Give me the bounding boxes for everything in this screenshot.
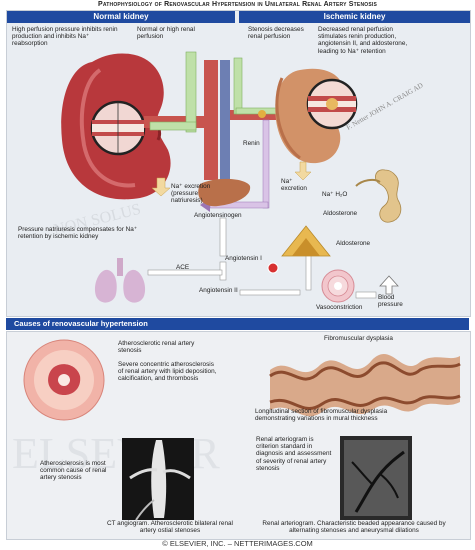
renin-cell-icon xyxy=(267,262,279,274)
label-aldosterone-right: Aldosterone xyxy=(336,240,371,247)
label-severe-concentric: Severe concentric atherosclerosis of ren… xyxy=(118,361,217,383)
label-blood-pressure: Blood pressure xyxy=(378,294,403,309)
label-vasoconstriction: Vasoconstriction xyxy=(316,304,363,311)
label-arteriogram-criterion: Renal arteriogram is criterion standard … xyxy=(256,436,332,472)
causes-header: Causes of renovascular hypertension xyxy=(6,318,469,330)
ischemic-kidney-header: Ischemic kidney xyxy=(239,11,470,23)
atherosclerotic-cross-section xyxy=(23,339,105,421)
adrenal-gland xyxy=(281,225,331,257)
copyright-footer: © ELSEVIER, INC. – NETTERIMAGES.COM xyxy=(162,539,313,548)
label-aldosterone-top: Aldosterone xyxy=(323,210,358,217)
label-fibromuscular: Fibromuscular dysplasia xyxy=(324,335,393,342)
sodium-arrows xyxy=(151,161,312,197)
liver xyxy=(198,178,251,207)
label-most-common: Atherosclerosis is most common cause of … xyxy=(40,460,107,482)
adrenal-tubule xyxy=(355,169,402,223)
label-na-excretion: Na⁺ excretion xyxy=(281,178,307,193)
caption-renal-arteriogram: Renal arteriogram. Characteristic beaded… xyxy=(262,520,446,535)
label-na-h2o: Na⁺ H₂O xyxy=(322,191,348,198)
label-angiotensin-ii: Angiotensin II xyxy=(199,287,238,294)
label-angiotensinogen: Angiotensinogen xyxy=(194,212,242,219)
blood-pressure-up-arrow xyxy=(379,275,399,295)
angiotensin-arrows xyxy=(147,217,377,299)
ct-angiogram-image xyxy=(122,438,194,521)
label-na-excretion-pressure: Na⁺ excretion (pressure natriuresis) xyxy=(171,183,211,205)
lungs xyxy=(94,258,146,303)
normal-kidney-header: Normal kidney xyxy=(7,11,235,23)
stenosis-marker xyxy=(258,110,266,118)
label-ace: ACE xyxy=(176,264,190,271)
label-high-perfusion: High perfusion pressure inhibits renin p… xyxy=(12,26,118,48)
vessel-cross-section xyxy=(321,269,355,303)
label-angiotensin-i: Angiotensin I xyxy=(225,255,262,262)
renal-arteriogram-image xyxy=(340,436,412,520)
label-renin: Renin xyxy=(243,140,260,147)
label-longitudinal: Longitudinal section of fibromuscular dy… xyxy=(255,408,388,423)
label-stenosis-decreases: Stenosis decreases renal perfusion xyxy=(248,26,304,41)
caption-ct-angiogram: CT angiogram. Atherosclerotic bilateral … xyxy=(107,520,233,535)
label-atherosclerotic-stenosis: Atherosclerotic renal artery stenosis xyxy=(118,340,195,355)
fibromuscular-section xyxy=(269,354,461,417)
figure-title: Pathophysiology of Renovascular Hyperten… xyxy=(97,1,378,8)
label-normal-perfusion: Normal or high renal perfusion xyxy=(137,26,195,41)
perfusion-arrows xyxy=(149,51,299,133)
label-decreased-perfusion: Decreased renal perfusion stimulates ren… xyxy=(318,26,408,55)
label-pressure-natriuresis: Pressure natriuresis compensates for Na⁺… xyxy=(18,226,138,241)
ischemic-artery-magnifier xyxy=(306,78,358,130)
